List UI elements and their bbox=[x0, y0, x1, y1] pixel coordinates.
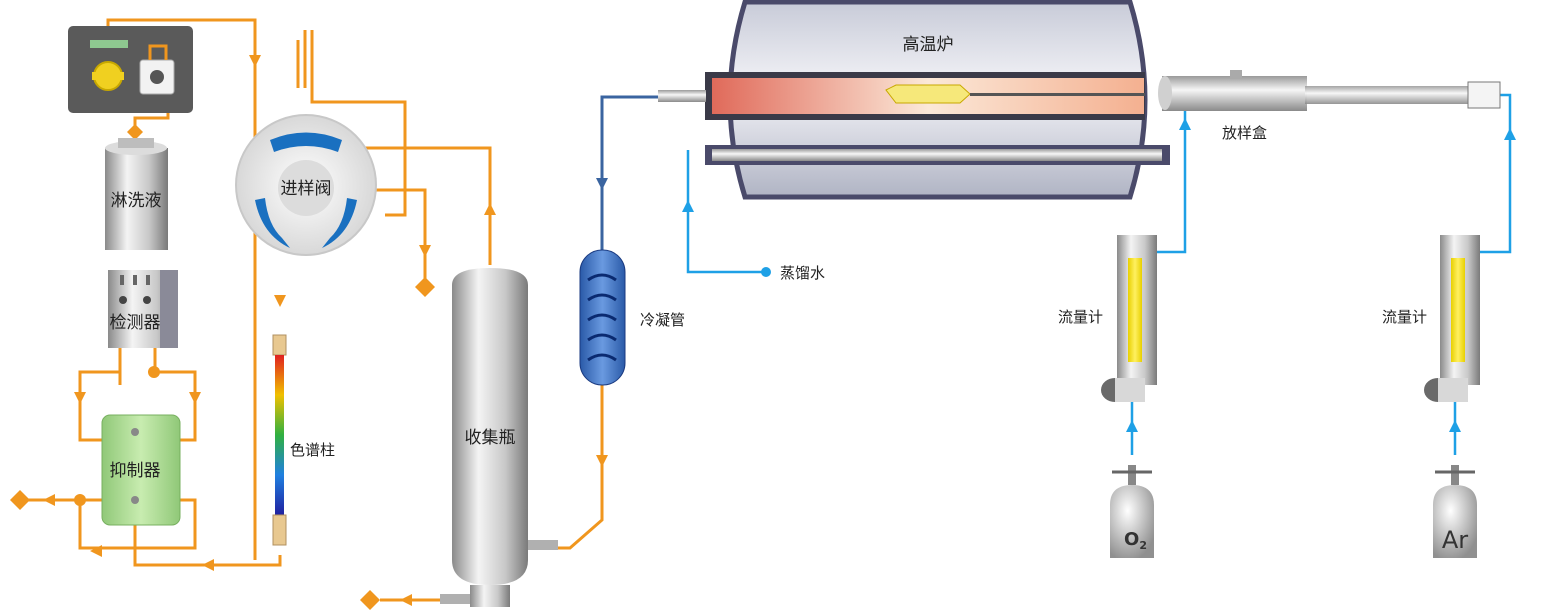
dark-blue-arrow bbox=[596, 178, 608, 190]
gas-ar-label: Ar bbox=[1442, 526, 1468, 554]
gas-cylinder-o2: O2 bbox=[1110, 465, 1154, 558]
suppressor: 抑制器 bbox=[101, 414, 181, 526]
furnace: 高温炉 bbox=[658, 0, 1170, 200]
chromatography-column: 色谱柱 bbox=[272, 334, 335, 546]
gas-o2-label: O2 bbox=[1124, 529, 1147, 552]
dark-blue-flow-lines bbox=[600, 95, 660, 250]
distilled-water-label: 蒸馏水 bbox=[780, 264, 825, 282]
collector-label: 收集瓶 bbox=[465, 428, 516, 448]
eluent-junction-diamond bbox=[127, 124, 143, 140]
detector-junction-dot bbox=[148, 366, 160, 378]
suppressor-label: 抑制器 bbox=[110, 461, 161, 481]
waste-diamond-collector bbox=[360, 590, 380, 610]
waste-diamond-valve bbox=[415, 277, 435, 297]
sample-box: 放样盒 bbox=[1158, 70, 1501, 142]
flowmeter-right: 流量计 bbox=[1382, 235, 1480, 402]
blue-arrows bbox=[682, 118, 1516, 432]
gas-cylinder-ar: Ar bbox=[1433, 465, 1477, 558]
column-label: 色谱柱 bbox=[290, 441, 335, 459]
sample-box-label: 放样盒 bbox=[1222, 124, 1267, 142]
waste-diamond-left bbox=[10, 490, 30, 510]
condenser: 冷凝管 bbox=[579, 249, 685, 386]
orange-arrows bbox=[43, 55, 608, 606]
detector: 检测器 bbox=[108, 270, 178, 348]
flowmeter-right-label: 流量计 bbox=[1382, 308, 1427, 326]
pump-unit bbox=[68, 26, 193, 113]
inject-valve-label: 进样阀 bbox=[281, 179, 332, 199]
furnace-label: 高温炉 bbox=[903, 35, 954, 55]
flowmeter-left-label: 流量计 bbox=[1058, 308, 1103, 326]
orange-diamonds bbox=[10, 124, 435, 610]
injection-valve: 进样阀 bbox=[235, 114, 377, 256]
flowmeter-left: 流量计 bbox=[1058, 235, 1157, 402]
condenser-label: 冷凝管 bbox=[640, 311, 685, 329]
detector-label: 检测器 bbox=[110, 313, 161, 333]
collection-bottle: 收集瓶 bbox=[440, 268, 558, 607]
suppressor-junction-dot bbox=[74, 494, 86, 506]
eluent-label: 淋洗液 bbox=[111, 191, 162, 211]
eluent-bottle: 淋洗液 bbox=[105, 138, 168, 250]
